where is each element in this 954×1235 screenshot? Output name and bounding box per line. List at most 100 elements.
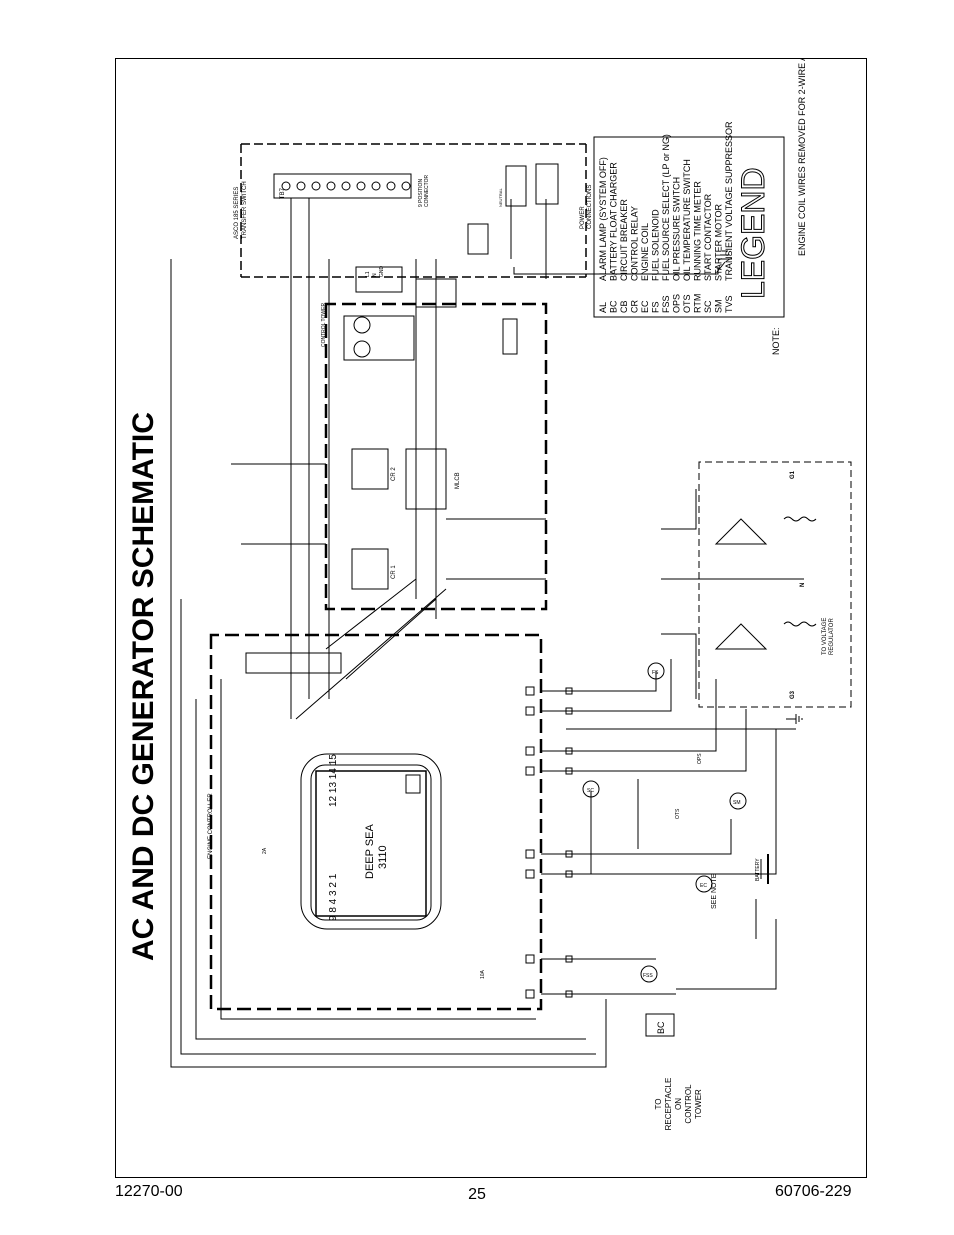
tb7-label: TB7 [280, 187, 286, 199]
transfer-switch-label: ASCO 185 SERIES [234, 187, 240, 239]
terminal-node [565, 850, 573, 858]
legend-box [593, 136, 785, 318]
ground-icon [786, 714, 803, 724]
see-note-label: SEE NOTE [711, 873, 718, 909]
legend-heading: LEGEND [735, 167, 771, 299]
tb7-terminal [386, 181, 396, 191]
component-sc: SC [582, 780, 600, 798]
schematic-title: AC AND DC GENERATOR SCHEMATIC [127, 412, 160, 961]
deep-sea-label: DEEP SEA [364, 824, 376, 879]
terminal-block [525, 954, 535, 964]
svg-text:SM: SM [733, 800, 741, 806]
battery-symbol [760, 854, 769, 884]
terminal-node [565, 990, 573, 998]
terminal-node [565, 687, 573, 695]
receptacle-word: TO [654, 1099, 663, 1110]
battery-label: BATTERY [755, 858, 761, 881]
deep-sea-top-pins: 12 13 14 15 [328, 754, 339, 807]
page-number: 25 [468, 1186, 486, 1203]
engine-controller-area [209, 633, 543, 1011]
wiring [170, 198, 796, 1068]
tb7-terminal [356, 181, 366, 191]
cr1-label: CR 1 [391, 565, 397, 579]
voltage-regulator-label: TO VOLTAGE [822, 618, 828, 655]
legend-description: CONTROL RELAY [630, 206, 640, 281]
legend-note-label: NOTE: [771, 327, 781, 355]
svg-text:FS: FS [652, 670, 659, 676]
legend-code: OTS [682, 294, 692, 313]
terminal-block [525, 989, 535, 999]
legend-description: ENGINE COIL [640, 223, 650, 281]
legend-description: CIRCUIT BREAKER [619, 199, 629, 281]
legend-code: OPS [672, 294, 682, 313]
position-connector-label: 9 POSITION [418, 179, 424, 207]
legend-description: OIL PRESSURE SWITCH [672, 177, 682, 281]
receptacle-word: CONTROL [684, 1084, 693, 1124]
tb7-terminals [281, 181, 411, 191]
fuse-2a-label: 2A [262, 847, 268, 854]
voltage-regulator-label-2: REGULATOR [829, 618, 835, 655]
ground-icon-top [718, 250, 732, 260]
tb7-terminal [401, 181, 411, 191]
legend-code: EC [640, 300, 650, 313]
terminal-node [565, 955, 573, 963]
deep-sea-bottom-pins: 9 8 4 3 2 1 [328, 873, 339, 921]
n-plug-label: N [372, 273, 378, 277]
terminal-node [565, 767, 573, 775]
svg-text:BC: BC [656, 1021, 666, 1034]
legend-description: TRANSIENT VOLTAGE SUPPRESSOR [724, 121, 734, 281]
terminal-node [565, 747, 573, 755]
footer-right: 60706-229 [775, 1183, 852, 1200]
bc-charger: BC [645, 1013, 675, 1037]
control-tower-area [324, 266, 548, 611]
legend-code: FSS [661, 295, 671, 313]
receptacle-word: RECEPTACLE [664, 1078, 673, 1131]
mlcb-label: MLCB [455, 472, 461, 489]
legend-code: SM [714, 300, 724, 314]
fuse-10a-label: 10A [480, 969, 486, 979]
receptacle-word: TOWER [694, 1089, 703, 1119]
neutral-label: NEUTRAL [498, 188, 503, 207]
legend-code: CB [619, 300, 629, 313]
terminal-block [525, 766, 535, 776]
tb7-terminal [326, 181, 336, 191]
tb7-terminal [311, 181, 321, 191]
power-connections-label-2: CONNECTIONS [587, 185, 593, 229]
ops-label: OPS [697, 753, 703, 764]
g1-label: G1 [790, 470, 796, 479]
gnd-label: GND [379, 266, 385, 278]
generator-area [661, 461, 852, 708]
component-ec: EC [695, 875, 713, 893]
svg-text:EC: EC [700, 883, 707, 889]
terminal-node [565, 707, 573, 715]
g3-label: G3 [790, 690, 796, 699]
terminal-block [525, 849, 535, 859]
position-connector-label-2: CONNECTOR [424, 174, 430, 207]
footer-left: 12270-00 [115, 1183, 183, 1200]
controller-terminals [525, 686, 573, 999]
legend-code: RTM [693, 294, 703, 313]
ots-label: OTS [675, 808, 681, 819]
terminal-block [525, 706, 535, 716]
component-sm: SM [729, 792, 747, 810]
terminal-block [525, 686, 535, 696]
l1-label: L1 [365, 271, 371, 277]
power-connections-label: POWER [580, 206, 586, 229]
tb7-terminal [296, 181, 306, 191]
legend-code: CR [630, 300, 640, 313]
legend-description: OIL TEMPERATURE SWITCH [682, 159, 692, 281]
legend-description: START CONTACTOR [703, 193, 713, 281]
component-fss: FSS [640, 965, 658, 983]
control-tower-label: CONTROL TOWER [321, 303, 327, 347]
engine-controller-label: ENGINE CONTROLLER [208, 793, 214, 859]
receptacle-word: ON [674, 1098, 683, 1110]
legend-code: AL [598, 302, 608, 313]
terminal-block [525, 869, 535, 879]
tb7-terminal [341, 181, 351, 191]
schematic-diagram: AC AND DC GENERATOR SCHEMATIC LEGEND ALA… [127, 59, 852, 1131]
svg-text:FSS: FSS [643, 973, 653, 979]
cr2-label: CR 2 [391, 467, 397, 481]
legend-description: RUNNING TIME METER [693, 181, 703, 281]
